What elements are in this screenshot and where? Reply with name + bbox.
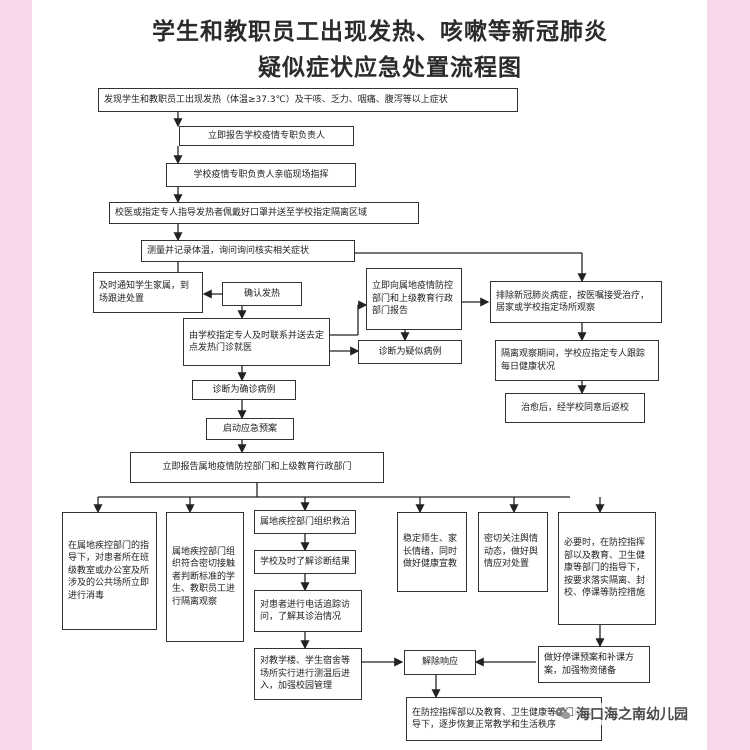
follow-phone-tracking: 对患者进行电话追踪访问，了解其诊治情况: [254, 590, 362, 632]
step-suspected-case: 诊断为疑似病例: [358, 340, 462, 364]
follow-release-response: 解除响应: [404, 650, 476, 675]
action-cdc-rescue: 属地疾控部门组织救治: [254, 510, 356, 534]
step-confirmed-case: 诊断为确诊病例: [192, 380, 296, 400]
step-isolate-area: 校医或指定专人指导发热者佩戴好口罩并送至学校指定隔离区域: [109, 202, 419, 224]
step-discover-symptoms: 发现学生和教职员工出现发热（体温≥37.3℃）及干咳、乏力、咽痛、腹泻等以上症状: [98, 88, 518, 112]
follow-inspect-campus: 对教学楼、学生宿舍等场所实行进行测温后进入，加强校园管理: [254, 648, 362, 700]
follow-school-result: 学校及时了解诊断结果: [254, 550, 356, 574]
action-observe-contacts: 属地疾控部门组织符合密切接触者判断标准的学生、教职员工进行隔离观察: [166, 512, 244, 642]
action-disinfect: 在属地疾控部门的指导下，对患者所在班级教室或办公室及所涉及的公共场所立即进行消毒: [62, 512, 157, 630]
chart-title-line2: 疑似症状应急处置流程图: [258, 55, 522, 81]
watermark-account-name: 海口海之南幼儿园: [573, 703, 691, 725]
step-isolation-period: 隔离观察期间，学校应指定专人跟踪每日健康状况: [495, 340, 659, 381]
action-suspend-classes: 必要时，在防控指挥部以及教育、卫生健康等部门的指导下，按要求落实隔离、封校、停课…: [558, 512, 656, 625]
step-report-director: 立即报告学校疫情专职负责人: [179, 126, 354, 146]
step-report-all: 立即报告属地疫情防控部门和上级教育行政部门: [130, 452, 384, 483]
step-measure-temperature: 测量并记录体温，询问询问核实相关症状: [141, 240, 355, 262]
step-send-hospital: 由学校指定专人及时联系并送去定点发热门诊就医: [183, 318, 330, 366]
step-report-health-dept: 立即向属地疫情防控部门和上级教育行政部门报告: [366, 268, 462, 330]
step-start-plan: 启动应急预案: [206, 418, 294, 440]
step-notify-parents: 及时通知学生家属，到场跟进处置: [93, 272, 203, 313]
step-exclude-covid: 排除新冠肺炎病症，按医嘱接受治疗，居家或学校指定场所观察: [490, 281, 662, 323]
step-director-onsite: 学校疫情专职负责人亲临现场指挥: [166, 163, 356, 187]
step-confirm-fever: 确认发热: [222, 282, 302, 306]
follow-prepare-plan: 做好停课预案和补课方案，加强物资储备: [538, 646, 650, 683]
follow-resume-order: 在防控指挥部以及教育、卫生健康等部门的指导下，逐步恢复正常教学和生活秩序: [406, 697, 602, 741]
chart-title-line1: 学生和教职员工出现发热、咳嗽等新冠肺炎: [152, 19, 608, 45]
action-calm-emotions: 稳定师生、家长情绪，同时做好健康宣教: [397, 512, 467, 592]
action-media-response: 密切关注舆情动态，做好舆情应对处置: [478, 512, 548, 592]
wechat-icon: [555, 707, 571, 720]
step-return-school: 治愈后，经学校同意后返校: [505, 393, 645, 423]
